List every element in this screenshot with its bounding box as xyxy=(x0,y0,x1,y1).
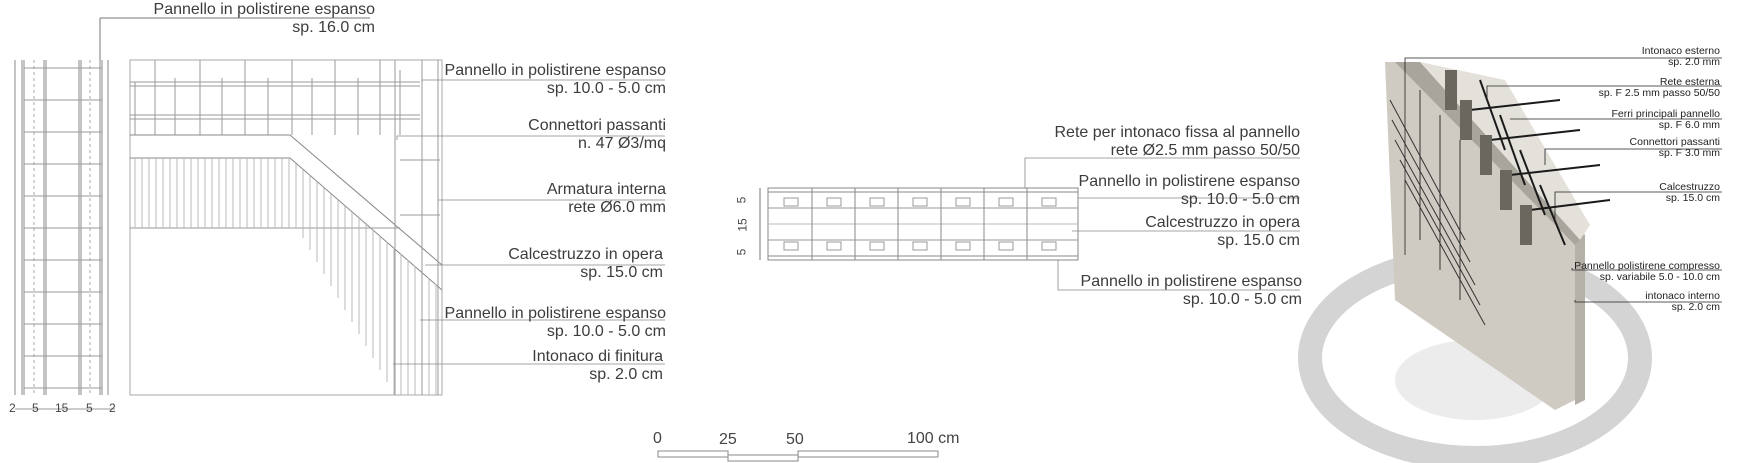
label-axo-concrete: Calcestruzzo sp. 15.0 cm xyxy=(1659,181,1720,204)
label-b-insulation-bottom: Pannello in polistirene espanso sp. 10.0… xyxy=(1080,273,1302,308)
label-b-concrete: Calcestruzzo in opera sp. 15.0 cm xyxy=(1145,214,1300,249)
label-finishing-plaster: Intonaco di finitura sp. 2.0 cm xyxy=(532,348,663,383)
scale-bar-graphic xyxy=(657,450,939,462)
dim-a-concrete: 15 xyxy=(55,401,69,415)
label-insulation-panel-top: Pannello in polistirene espanso sp. 10.0… xyxy=(444,62,666,97)
dim-b-middle: 15 xyxy=(735,218,750,232)
label-axo-main-bars: Ferri principali pannello sp. F 6.0 mm xyxy=(1611,108,1720,131)
scale-tick-50: 50 xyxy=(786,431,804,448)
axonometric-wall-model xyxy=(1298,62,1652,463)
label-insulation-16cm: Pannello in polistirene espanso sp. 16.0… xyxy=(153,1,375,36)
scale-tick-0: 0 xyxy=(653,430,662,447)
dim-a-plaster-left: 2 xyxy=(9,401,16,415)
wall-elevation-view xyxy=(129,59,443,396)
wall-plan-section xyxy=(759,187,1079,261)
label-axo-connectors: Connettori passanti sp. F 3.0 mm xyxy=(1629,136,1720,159)
dim-b-top: 5 xyxy=(734,196,749,204)
scale-tick-25: 25 xyxy=(719,431,737,448)
leader-lines-a xyxy=(393,79,665,365)
label-insulation-panel-bottom: Pannello in polistirene espanso sp. 10.0… xyxy=(444,305,666,340)
label-axo-internal-plaster: intonaco interno sp. 2.0 cm xyxy=(1645,290,1720,313)
label-internal-reinforcement: Armatura interna rete Ø6.0 mm xyxy=(546,181,666,216)
leader-lines-b xyxy=(1024,157,1300,291)
label-through-connectors: Connettori passanti n. 47 Ø3/mq xyxy=(528,117,666,152)
label-axo-external-plaster: Intonaco esterno sp. 2.0 mm xyxy=(1641,45,1720,68)
label-b-insulation-top: Pannello in polistirene espanso sp. 10.0… xyxy=(1078,173,1300,208)
label-cast-concrete: Calcestruzzo in opera sp. 15.0 cm xyxy=(508,246,663,281)
dim-a-insulation-right: 5 xyxy=(86,401,93,415)
dim-a-insulation-left: 5 xyxy=(32,401,39,415)
label-plaster-mesh: Rete per intonaco fissa al pannello rete… xyxy=(1054,124,1301,159)
leader-lines-axonometric xyxy=(1404,57,1722,303)
label-axo-compressed-panel: Pannello polistirene compresso sp. varia… xyxy=(1574,260,1720,283)
wall-section-vertical xyxy=(14,17,370,395)
dim-b-bottom: 5 xyxy=(734,248,749,256)
dim-a-plaster-right: 2 xyxy=(109,401,116,415)
label-axo-external-mesh: Rete esterna sp. F 2.5 mm passo 50/50 xyxy=(1598,76,1720,99)
scale-tick-100: 100 cm xyxy=(907,430,960,447)
